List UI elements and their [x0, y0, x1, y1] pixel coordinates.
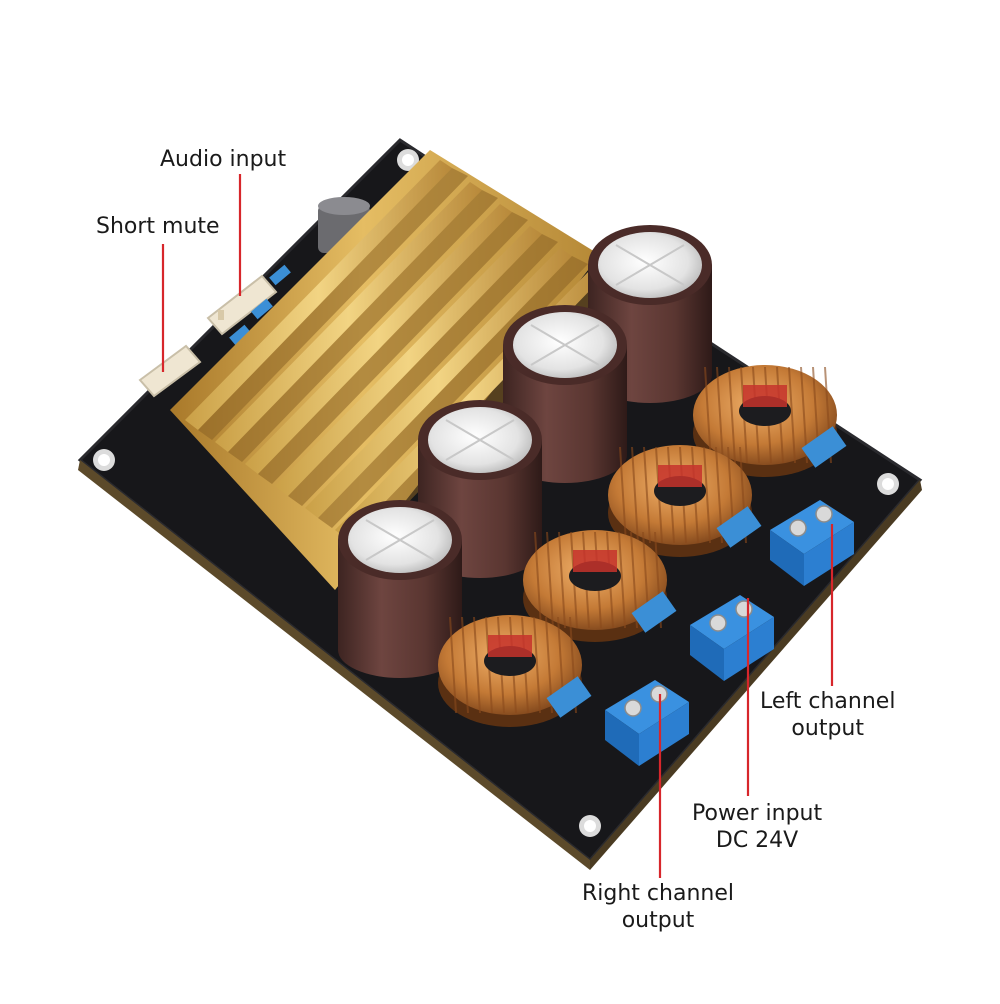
electrolytic-capacitor [338, 500, 462, 678]
callout-power-input: Power input DC 24V [692, 800, 822, 854]
callout-left-channel-line-2: output [791, 716, 864, 741]
blue-resistors [229, 264, 291, 346]
callout-left-channel-output: Left channel output [760, 688, 895, 742]
electrolytic-capacitor [418, 400, 542, 578]
leader-lines [161, 174, 834, 878]
heatsink-fin [215, 182, 482, 452]
heatsink-fin [275, 226, 542, 496]
callout-right-channel-line-2: output [621, 908, 695, 933]
mounting-holes [93, 149, 899, 837]
heatsink-fin-shadow [228, 190, 498, 462]
callout-left-channel-line-1: Left channel [760, 689, 896, 714]
heatsink-fin [305, 248, 572, 518]
heatsink-fin-shadow [288, 234, 558, 506]
screw-terminals [605, 500, 854, 766]
inductors [438, 365, 847, 727]
heatsink-fin [185, 160, 452, 430]
callout-audio-input-text: Audio input [160, 147, 287, 172]
screw-terminal [770, 500, 854, 586]
callout-audio-input: Audio input [160, 146, 286, 173]
electrolytic-capacitor [503, 305, 627, 483]
heatsink-fin-shadow [258, 212, 528, 484]
callout-power-input-line-2: DC 24V [715, 828, 799, 853]
short-mute-connector [138, 344, 202, 398]
callout-short-mute-text: Short mute [96, 214, 220, 239]
heatsink-fin [245, 204, 512, 474]
callout-power-input-line-1: Power input [692, 801, 823, 826]
callout-right-channel-output: Right channel output [582, 880, 734, 934]
screw-terminal [605, 680, 689, 766]
callout-short-mute: Short mute [96, 213, 220, 240]
capacitors [338, 225, 712, 678]
heatsink-fin-shadow [198, 168, 468, 440]
audio-input-connector [206, 274, 278, 336]
callout-right-channel-line-1: Right channel [582, 881, 734, 906]
toroidal-inductor [438, 615, 592, 727]
